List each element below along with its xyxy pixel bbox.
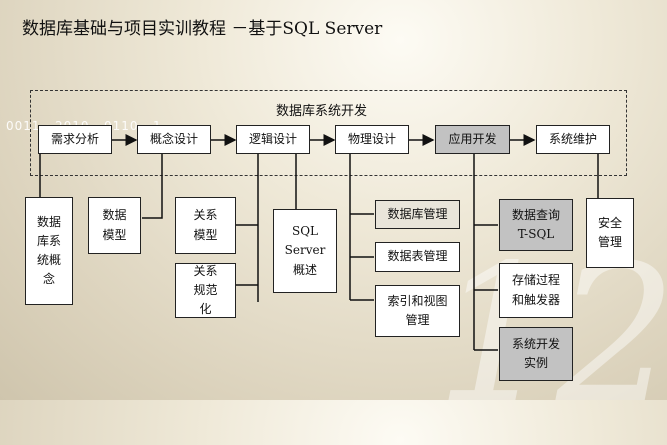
stage-conceptual-design: 概念设计: [137, 125, 211, 154]
development-frame: [30, 90, 627, 176]
stage-label: 需求分析: [50, 131, 99, 146]
detail-label: 数据查询 T-SQL: [512, 207, 561, 241]
detail-procedure-trigger: 存储过程和触发器: [499, 263, 573, 318]
detail-relation-model: 关系模型: [175, 197, 236, 254]
stage-label: 系统维护: [548, 131, 597, 146]
detail-label: 存储过程和触发器: [511, 273, 560, 307]
detail-label: 安全管理: [597, 215, 622, 249]
detail-security-management: 安全管理: [586, 198, 634, 268]
detail-label: 数据库管理: [387, 206, 448, 221]
detail-sql-server-intro: SQL Server 概述: [273, 209, 337, 293]
stage-label: 逻辑设计: [248, 131, 297, 146]
detail-db-management: 数据库管理: [375, 200, 460, 229]
connector-lines: [39, 134, 599, 351]
stage-label: 物理设计: [347, 131, 396, 146]
stage-label: 概念设计: [149, 131, 198, 146]
detail-label: 数据表管理: [387, 249, 448, 264]
page-title: 数据库基础与项目实训教程 －基于SQL Server: [22, 19, 383, 39]
stage-application-development: 应用开发: [435, 125, 510, 154]
detail-relation-normalization: 关系规范化: [175, 263, 236, 318]
detail-table-management: 数据表管理: [375, 242, 460, 272]
detail-label: 关系规范化: [193, 263, 218, 317]
detail-query-tsql: 数据查询 T-SQL: [499, 199, 573, 251]
detail-data-model: 数据模型: [88, 197, 141, 254]
detail-system-dev-example: 系统开发实例: [499, 327, 573, 381]
stage-logical-design: 逻辑设计: [236, 125, 310, 154]
stage-requirements-analysis: 需求分析: [38, 125, 112, 154]
frame-label: 数据库系统开发: [276, 104, 368, 119]
stage-label: 应用开发: [448, 131, 497, 146]
detail-label: 关系模型: [193, 208, 218, 242]
detail-label: 系统开发实例: [512, 336, 561, 370]
stage-system-maintenance: 系统维护: [536, 125, 610, 154]
stage-physical-design: 物理设计: [335, 125, 409, 154]
detail-label: 数据模型: [102, 208, 127, 242]
detail-label: SQL Server 概述: [284, 224, 326, 277]
detail-index-view-management: 索引和视图管理: [375, 285, 460, 337]
detail-label: 索引和视图管理: [387, 293, 448, 327]
detail-db-system-concept: 数据库系统概念: [25, 197, 73, 305]
detail-label: 数据库系统概念: [36, 214, 61, 287]
